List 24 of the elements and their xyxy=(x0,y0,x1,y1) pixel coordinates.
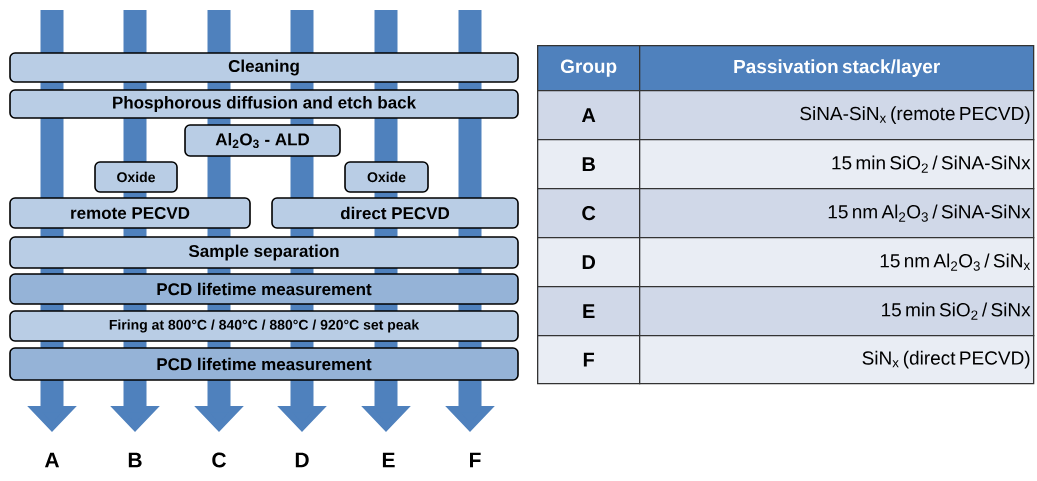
table-cell: C xyxy=(537,188,641,239)
table-cell: F xyxy=(537,335,641,385)
process-box: Phosphorous diffusion and etch back xyxy=(9,89,519,119)
process-box: Al$_{2}$O$_{3}$ - ALD xyxy=(184,124,341,157)
table-cell: D xyxy=(537,237,641,288)
process-box: Firing at 800°C / 840°C / 880°C / 920°C set peak xyxy=(9,310,519,342)
group-letter: B xyxy=(128,452,142,468)
process-box: PCD lifetime measurement xyxy=(9,273,519,305)
process-box: PCD lifetime measurement xyxy=(9,347,519,381)
process-box: Cleaning xyxy=(9,52,519,83)
process-box: remote PECVD xyxy=(9,197,251,229)
header-cell: Group xyxy=(537,45,641,92)
group-letter: E xyxy=(382,452,395,468)
process-box: direct PECVD xyxy=(271,197,519,229)
table-cell: A xyxy=(537,90,641,141)
table-cell: B xyxy=(537,139,641,190)
group-letter: F xyxy=(470,452,481,468)
table-cell: E xyxy=(537,286,641,337)
group-letter: A xyxy=(44,452,60,468)
group-letter: C xyxy=(212,452,226,468)
process-box: Sample separation xyxy=(9,236,519,269)
process-box: Oxide xyxy=(344,161,429,193)
process-box: Oxide xyxy=(94,161,178,193)
group-letter: D xyxy=(295,452,309,468)
